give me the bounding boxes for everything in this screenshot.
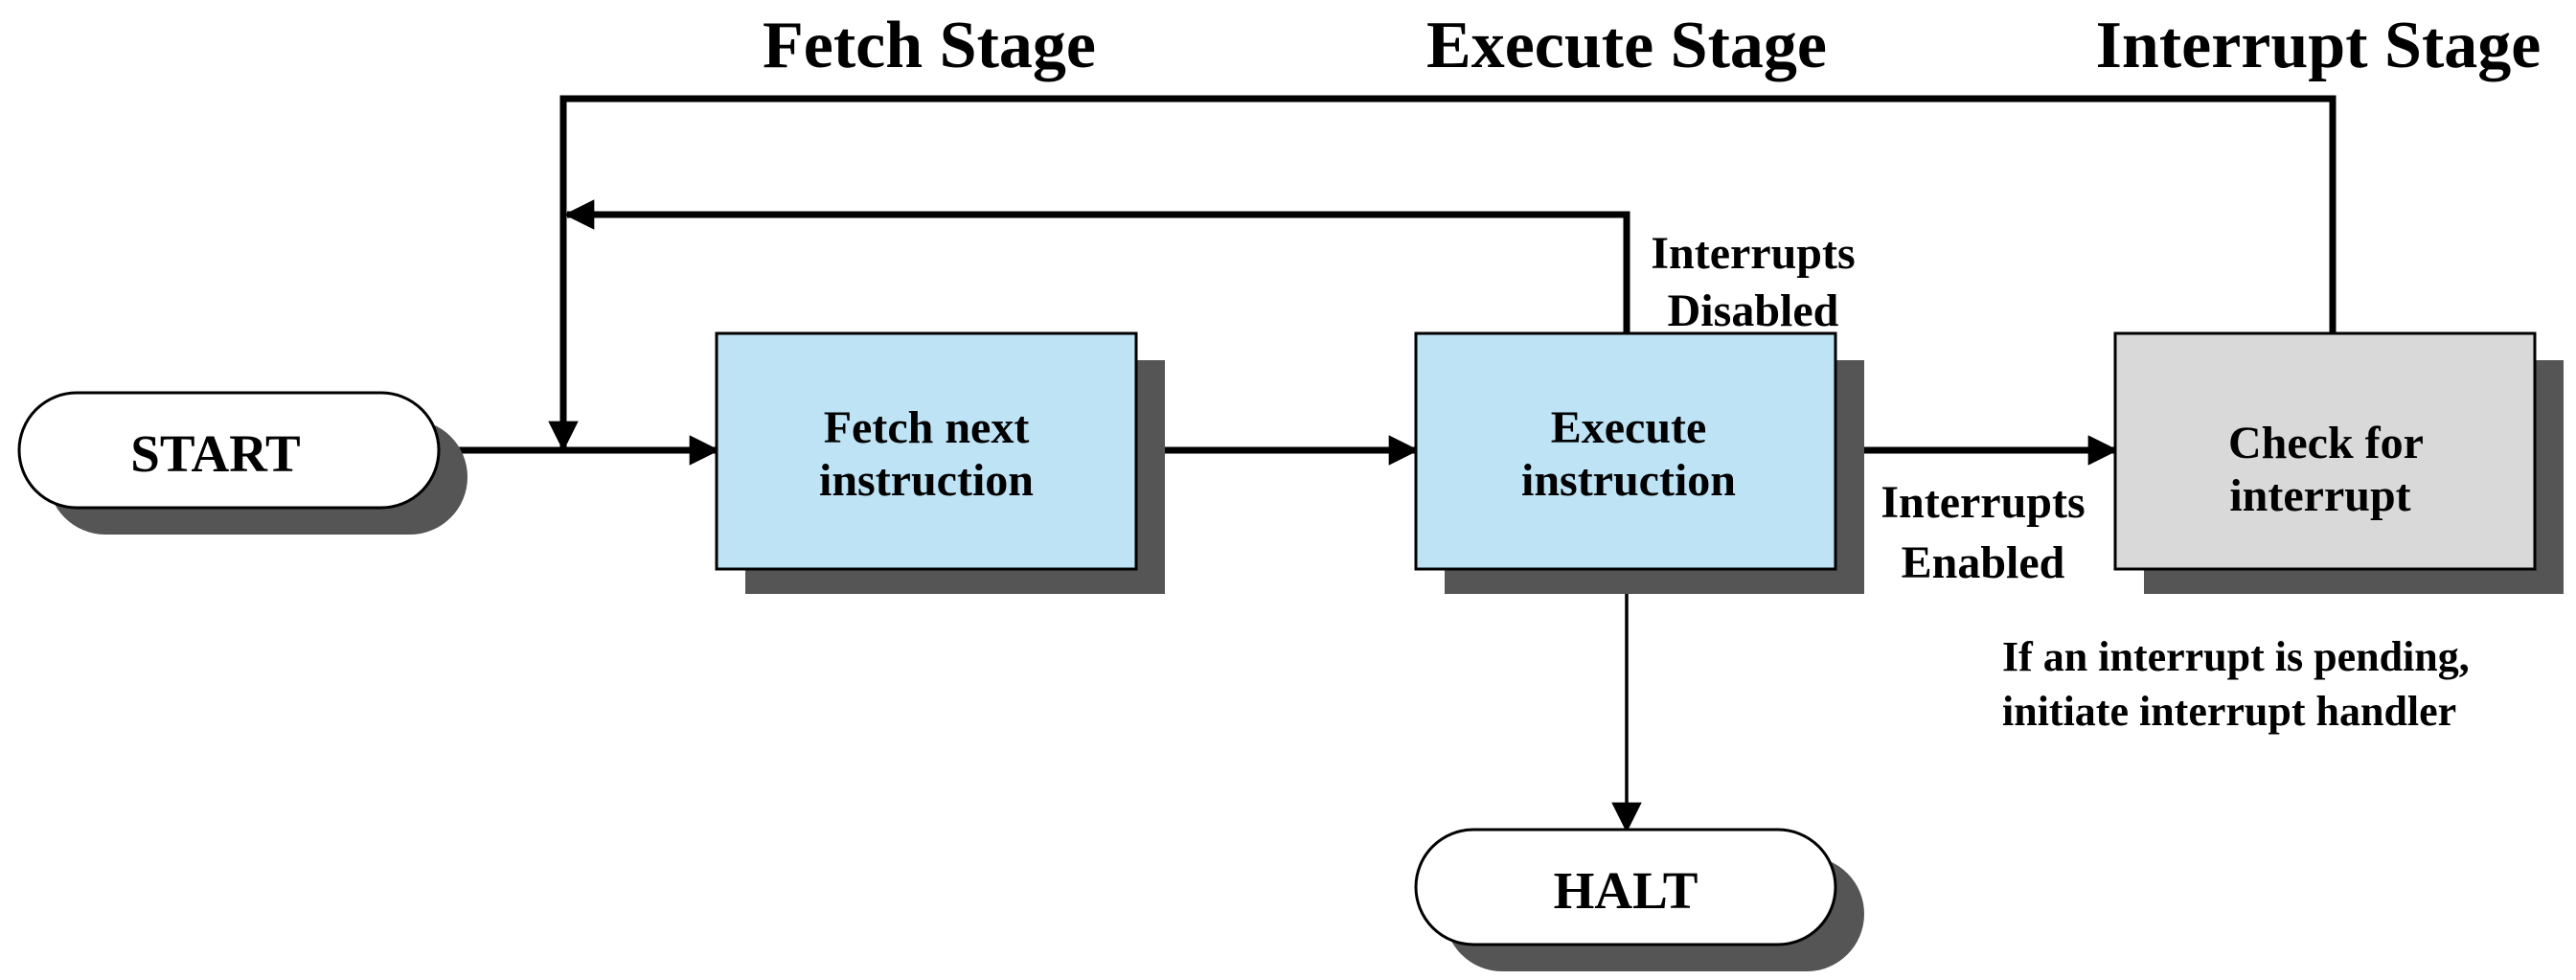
start-node-shape <box>17 391 441 510</box>
fetch-node-label-line2: instruction <box>819 455 1034 506</box>
execute-node-label-line1: Execute <box>1551 402 1707 453</box>
pending-interrupt-note-line1: If an interrupt is pending, <box>2002 633 2470 680</box>
check-interrupt-node-shape <box>2113 331 2537 571</box>
interrupt-stage-heading: Interrupt Stage <box>2096 9 2542 82</box>
disabled-return-loop <box>563 199 1630 333</box>
interrupts-disabled-label-line1: Interrupts <box>1651 228 1855 279</box>
halt-label: HALT <box>1554 861 1698 920</box>
execute-node-label-line2: instruction <box>1521 455 1736 506</box>
fetch-node: Fetch next instruction <box>715 331 1165 594</box>
execute-node: Execute instruction <box>1414 331 1864 594</box>
start-node: START <box>17 391 467 535</box>
check-interrupt-label-line2: interrupt <box>2229 470 2410 521</box>
interrupts-enabled-label-line2: Enabled <box>1902 537 2065 588</box>
execute-stage-heading: Execute Stage <box>1426 9 1827 82</box>
interrupts-disabled-label-line2: Disabled <box>1668 285 1839 336</box>
halt-node: HALT <box>1414 828 1864 971</box>
halt-node-shape <box>1414 828 1837 946</box>
check-interrupt-node: Check for interrupt <box>2113 331 2564 594</box>
fetch-node-shape <box>715 331 1138 571</box>
pending-interrupt-note-line2: initiate interrupt handler <box>2002 688 2456 735</box>
interrupts-enabled-label-line1: Interrupts <box>1881 477 2085 528</box>
start-label: START <box>130 424 300 483</box>
check-interrupt-label-line1: Check for <box>2228 418 2424 468</box>
fetch-stage-heading: Fetch Stage <box>763 9 1096 82</box>
fetch-node-label-line1: Fetch next <box>824 402 1030 453</box>
execute-node-shape <box>1414 331 1837 571</box>
interrupt-return-loop <box>548 95 2337 452</box>
